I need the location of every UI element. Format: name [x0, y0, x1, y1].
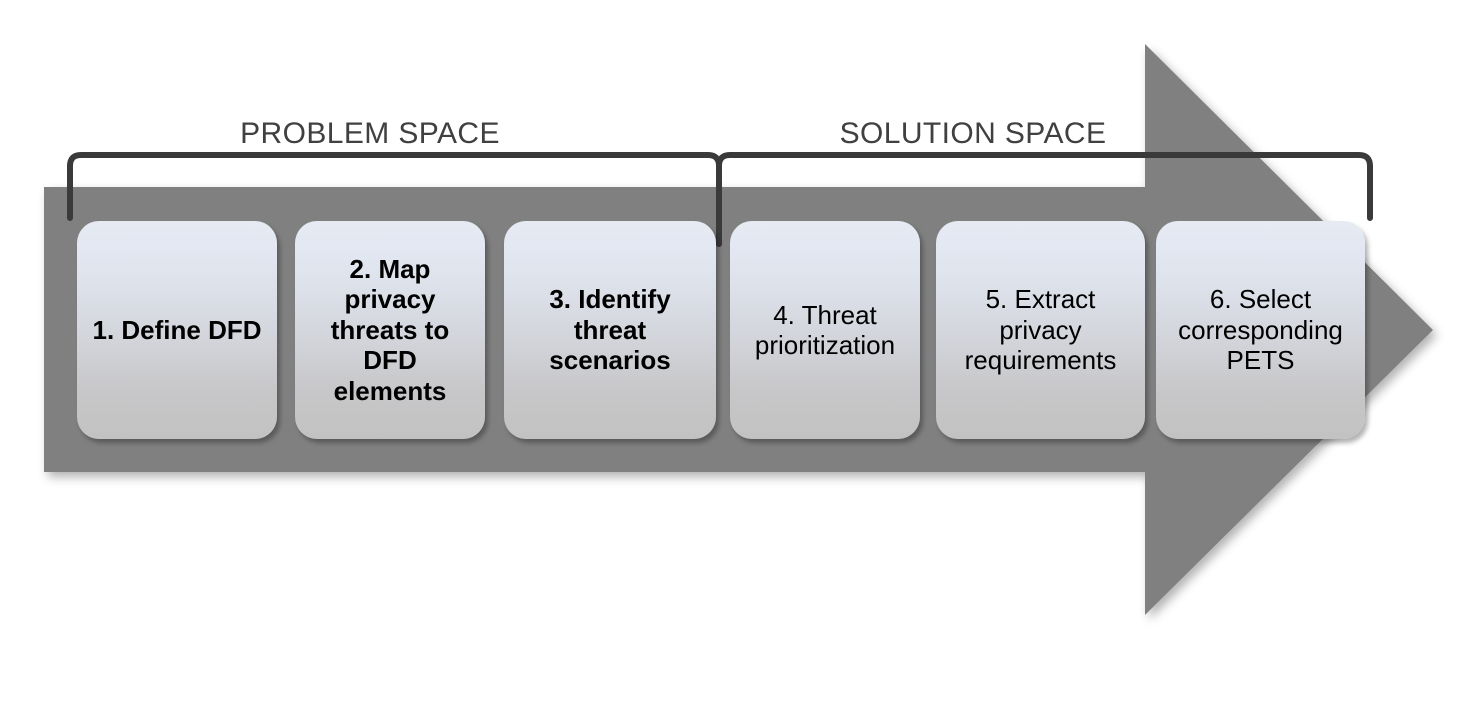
step-box-4[interactable]: 4. Threat prioritization [730, 221, 920, 439]
phase-label-solution-space: SOLUTION SPACE [839, 117, 1107, 150]
step-box-2[interactable]: 2. Map privacy threats to DFD elements [295, 221, 485, 439]
phase-label-problem-space: PROBLEM SPACE [240, 117, 500, 150]
step-label-6: 6. Select corresponding PETS [1178, 284, 1343, 376]
step-box-3[interactable]: 3. Identify threat scenarios [504, 221, 716, 439]
step-label-5: 5. Extract privacy requirements [964, 284, 1117, 376]
step-label-2: 2. Map privacy threats to DFD elements [330, 253, 450, 406]
step-label-3: 3. Identify threat scenarios [549, 284, 671, 376]
step-label-4: 4. Threat prioritization [754, 299, 896, 360]
step-label-1: 1. Define DFD [92, 314, 262, 345]
step-box-6[interactable]: 6. Select corresponding PETS [1156, 221, 1365, 439]
step-box-1[interactable]: 1. Define DFD [77, 221, 277, 439]
step-box-5[interactable]: 5. Extract privacy requirements [936, 221, 1145, 439]
